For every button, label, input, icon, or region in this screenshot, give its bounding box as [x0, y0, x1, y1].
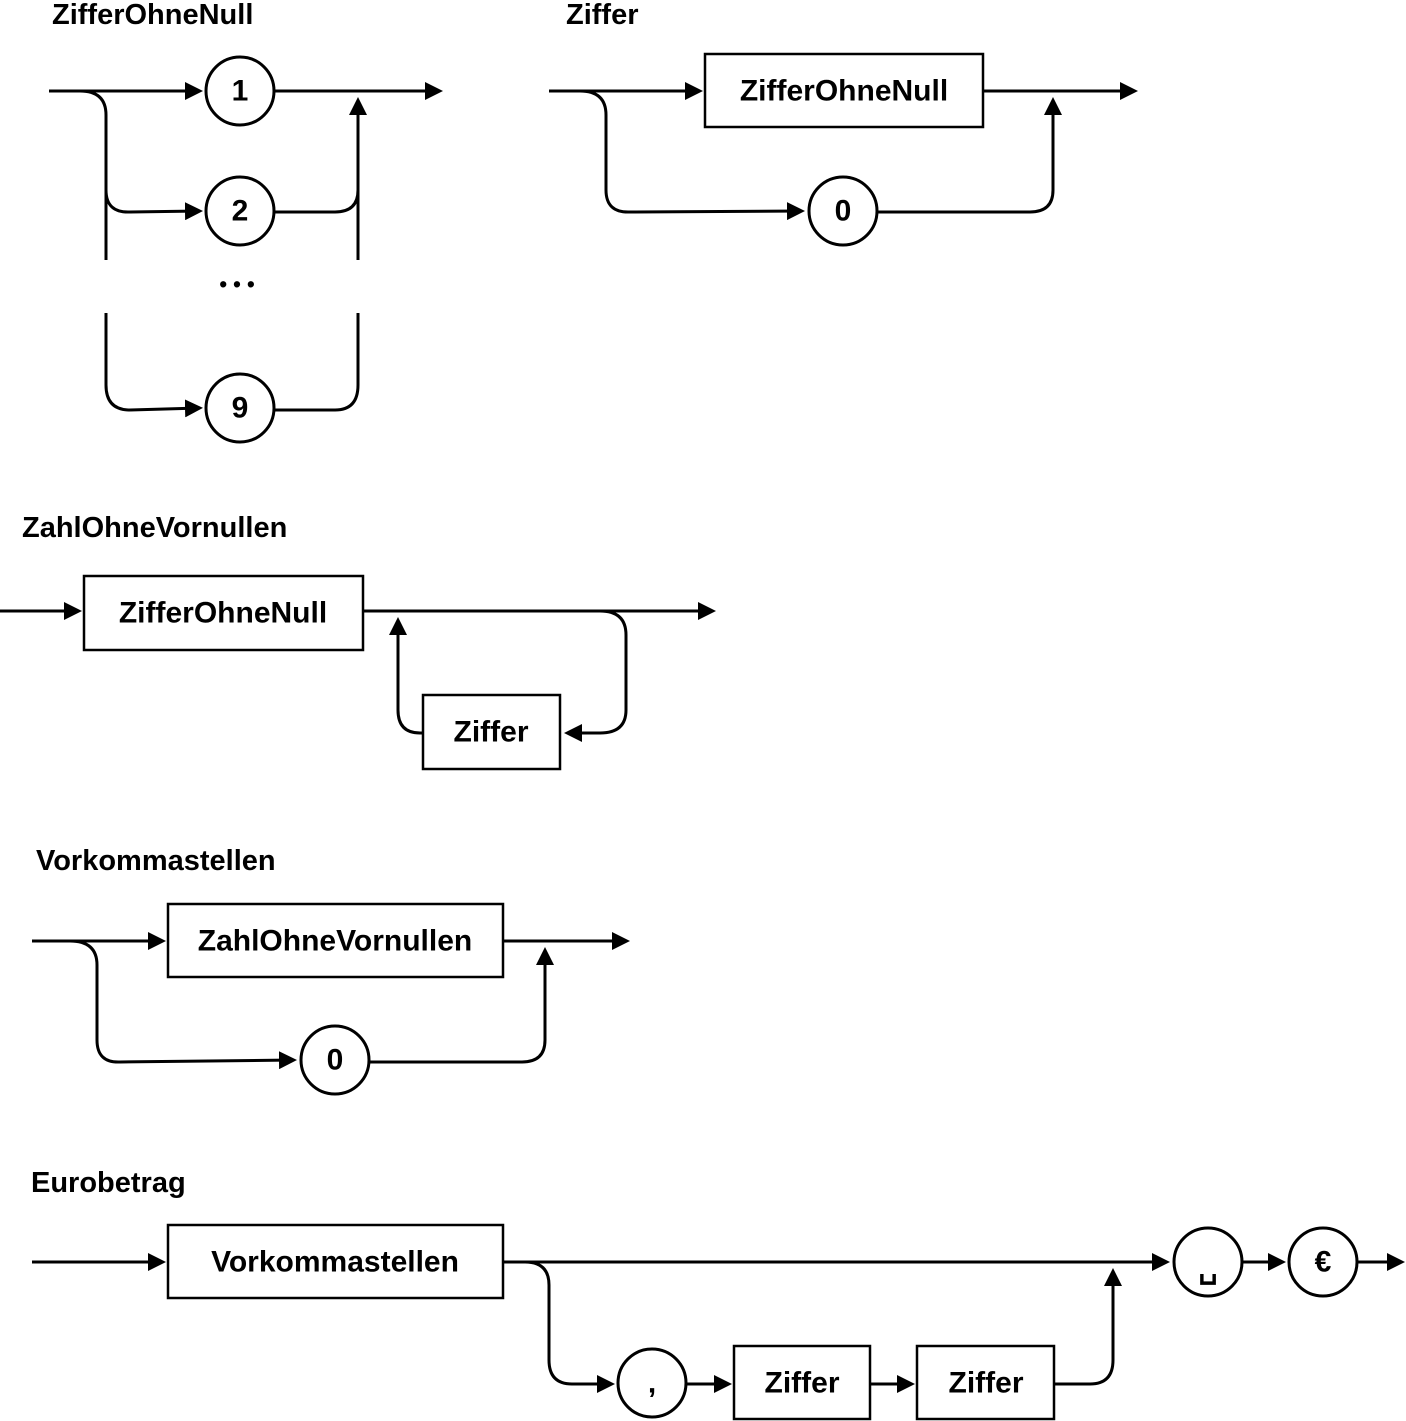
nonterminal-label: ZahlOhneVornullen — [198, 925, 472, 958]
terminal-label: ␣ — [1198, 1252, 1217, 1286]
nonterminal-ziffer-2: Ziffer — [915, 1344, 1056, 1421]
edge — [79, 89, 108, 260]
terminal-comma: , — [616, 1347, 688, 1419]
terminal-label: 9 — [232, 392, 249, 425]
terminal-label: € — [1315, 1246, 1332, 1279]
nonterminal-ziffer-ohne-null: ZifferOhneNull — [82, 574, 365, 652]
edge — [274, 313, 360, 412]
diagram-vorkommastellen: Vorkommastellen ZahlOhneVornullen 0 — [32, 845, 630, 1096]
diagram-zahl-ohne-vornullen: ZahlOhneVornullen ZifferOhneNull Ziffer — [0, 512, 716, 771]
edge — [389, 617, 423, 735]
terminal-label: 2 — [232, 195, 249, 228]
edge — [69, 939, 297, 1070]
nonterminal-ziffer-1: Ziffer — [732, 1344, 872, 1421]
terminal-1: 1 — [204, 55, 276, 127]
edge — [579, 89, 805, 221]
diagram-title: Ziffer — [566, 0, 639, 31]
terminal-label: , — [648, 1367, 656, 1400]
edge — [104, 313, 131, 412]
terminal-0: 0 — [299, 1024, 371, 1096]
terminal-label: 0 — [327, 1044, 344, 1077]
diagram-title: ZahlOhneVornullen — [22, 512, 287, 544]
edge — [877, 97, 1062, 214]
nonterminal-label: ZifferOhneNull — [740, 75, 948, 108]
terminal-space: ␣ — [1172, 1226, 1244, 1298]
terminal-0: 0 — [807, 175, 879, 247]
nonterminal-zahl-ohne-vornullen: ZahlOhneVornullen — [166, 902, 505, 979]
terminal-label: 1 — [232, 75, 249, 108]
edge — [524, 1260, 615, 1393]
nonterminal-label: Ziffer — [454, 716, 529, 749]
diagram-title: Vorkommastellen — [36, 845, 276, 877]
edge — [1054, 1268, 1122, 1386]
nonterminal-ziffer-ohne-null: ZifferOhneNull — [703, 52, 985, 129]
diagram-title: Eurobetrag — [31, 1167, 186, 1199]
diagram-title: ZifferOhneNull — [52, 0, 253, 31]
diagram-ziffer-ohne-null: ZifferOhneNull 1 2 • • • 9 — [49, 0, 443, 444]
edge — [104, 189, 203, 221]
terminal-label: 0 — [835, 195, 852, 228]
edge — [564, 609, 628, 742]
terminal-9: 9 — [204, 372, 276, 444]
ellipsis: • • • — [219, 272, 254, 297]
nonterminal-label: Ziffer — [949, 1367, 1024, 1400]
nonterminal-label: Ziffer — [765, 1367, 840, 1400]
nonterminal-ziffer: Ziffer — [421, 693, 562, 771]
terminal-2: 2 — [204, 175, 276, 247]
terminal-euro: € — [1287, 1226, 1359, 1298]
edge — [129, 399, 203, 418]
diagram-eurobetrag: Eurobetrag Vorkommastellen , Ziffer Ziff… — [31, 1167, 1405, 1421]
edge — [274, 189, 360, 214]
edge — [370, 947, 554, 1064]
nonterminal-label: Vorkommastellen — [211, 1246, 459, 1279]
diagram-ziffer: Ziffer ZifferOhneNull 0 — [549, 0, 1138, 247]
nonterminal-label: ZifferOhneNull — [119, 597, 327, 630]
nonterminal-vorkommastellen: Vorkommastellen — [166, 1223, 505, 1300]
